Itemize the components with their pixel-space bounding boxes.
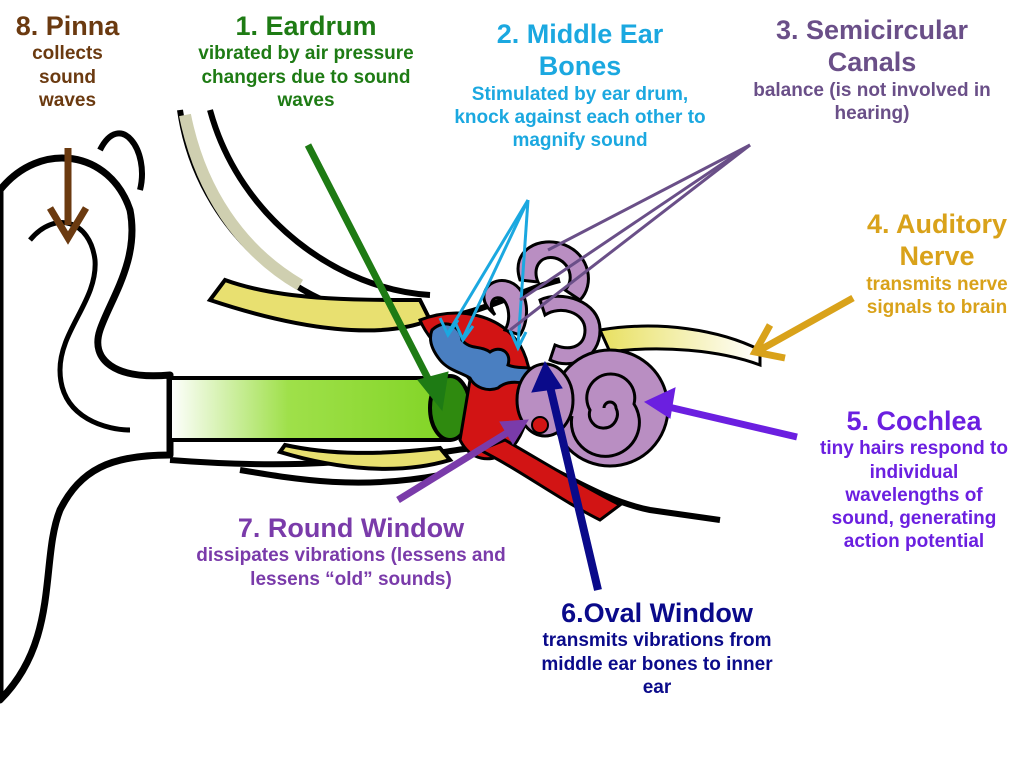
oval-title: 6.Oval Window (561, 598, 753, 628)
pinna-arrow (46, 148, 90, 245)
bones-desc: Stimulated by ear drum, knock against ea… (454, 83, 706, 152)
bones-title: 2. Middle Ear Bones (496, 19, 664, 82)
label-cochlea: 5. Cochlea tiny hairs respond to individ… (808, 405, 1020, 553)
cochlea-desc: tiny hairs respond to individual wavelen… (820, 438, 1008, 553)
oval-desc: transmits vibrations from middle ear bon… (541, 630, 773, 698)
round-window-arrow (396, 419, 529, 503)
nerve-desc: transmits nerve signals to brain (866, 273, 1008, 318)
canals-desc: balance (is not involved in hearing) (753, 79, 991, 124)
bone-upper-region (206, 277, 433, 333)
eardrum-title: 1. Eardrum (235, 11, 377, 41)
pinna-desc: collects sound waves (32, 43, 103, 111)
round-desc: dissipates vibrations (lessens and lesse… (196, 545, 506, 590)
oval-window-arrow (531, 360, 602, 591)
cochlea-shape (515, 348, 670, 468)
nerve-arrow (749, 294, 855, 362)
canals-arrows (509, 143, 751, 332)
label-eardrum: 1. Eardrum vibrated by air pressure chan… (172, 10, 440, 112)
eustachian-tube (476, 438, 623, 522)
nerve-title: 4. Auditory Nerve (866, 209, 1007, 272)
auditory-nerve-shape (597, 324, 762, 368)
label-oval-window: 6.Oval Window transmits vibrations from … (522, 597, 792, 699)
eardrum-desc: vibrated by air pressure changers due to… (198, 43, 414, 111)
cochlea-arrow (643, 387, 798, 441)
ear-canal (168, 376, 468, 442)
label-auditory-nerve: 4. Auditory Nerve transmits nerve signal… (850, 208, 1024, 319)
cochlea-title: 5. Cochlea (846, 406, 982, 436)
label-semicircular-canals: 3. Semicircular Canals balance (is not i… (738, 14, 1006, 125)
pinna-shape (0, 130, 174, 704)
canals-title: 3. Semicircular Canals (775, 15, 969, 78)
bone-lower-region (276, 442, 454, 471)
bone-strip-top (179, 113, 304, 291)
eardrum-arrow (304, 143, 449, 412)
label-round-window: 7. Round Window dissipates vibrations (l… (190, 512, 512, 591)
pinna-title: 8. Pinna (15, 11, 120, 41)
label-middle-ear-bones: 2. Middle Ear Bones Stimulated by ear dr… (440, 18, 720, 152)
round-title: 7. Round Window (237, 513, 465, 543)
label-pinna: 8. Pinna collects sound waves (0, 10, 135, 112)
